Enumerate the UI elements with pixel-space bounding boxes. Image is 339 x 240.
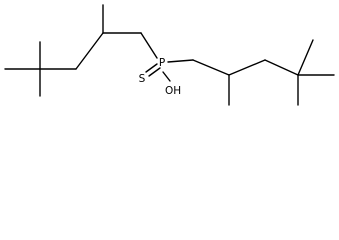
bond-left-c4-c5 (75, 32, 104, 70)
bond-p-oh (162, 71, 171, 82)
bond-right-c2-c3 (228, 59, 266, 76)
bond-p-s-1 (145, 63, 158, 73)
molecule-structure: P S OH (4, 4, 335, 106)
bond-p-s-2 (148, 67, 161, 77)
structure-canvas: P S OH (0, 0, 339, 115)
bond-right-c3-c4 (264, 59, 299, 76)
atom-label-phosphorus: P (159, 57, 165, 69)
bond-p-right-ch2 (167, 59, 194, 63)
bond-right-ch2-c2 (192, 59, 230, 76)
bond-left-ch2-p (140, 32, 158, 59)
atom-label-sulfur: S (139, 73, 146, 85)
bond-right-tbu-methyl-up (297, 39, 314, 76)
atom-label-hydroxyl: OH (165, 85, 181, 97)
